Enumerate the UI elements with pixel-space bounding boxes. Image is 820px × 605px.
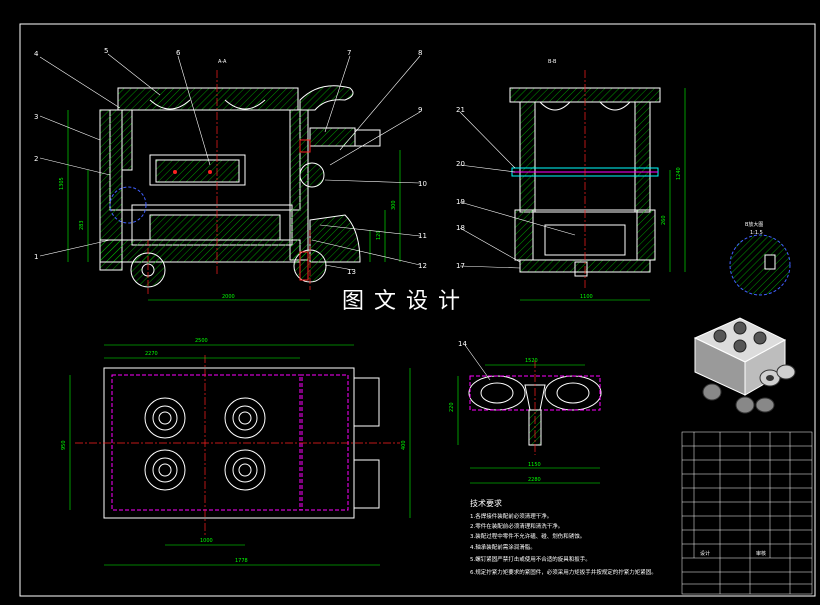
dim-plan-bottom: 1000 — [200, 538, 213, 544]
title-block — [681, 431, 813, 595]
tech-req-item-3: 3.装配过程中零件不允许磕、碰、划伤和锈蚀。 — [470, 532, 585, 540]
plan-view: 2500 2270 1778 1000 950 400 — [61, 338, 411, 566]
dim-side-h2: 260 — [661, 215, 667, 225]
dim-front-h4: 120 — [376, 230, 382, 240]
technical-requirements: 技术要求 1.各焊接件装配前必须清理干净。 2.零件在装配前必须清理和清洗干净。… — [470, 498, 657, 576]
part-number-14: 14 — [458, 340, 467, 348]
sheet-border — [19, 23, 816, 597]
part-number-20: 20 — [456, 160, 465, 168]
watermark-text: 图文设计 — [342, 289, 470, 314]
part-number-13: 13 — [347, 268, 356, 276]
part-number-2: 2 — [34, 155, 38, 163]
part-number-8: 8 — [418, 49, 422, 57]
tech-req-item-4: 4.轴承装配前需涂润滑脂。 — [470, 543, 536, 551]
tech-req-item-6: 6.规定拧紧力矩要求的紧固件，必须采用力矩扳手并按规定的拧紧力矩紧固。 — [470, 568, 657, 576]
part-number-17: 17 — [456, 262, 465, 270]
dim-wheel-h: 220 — [449, 402, 455, 412]
dim-side-w: 1100 — [580, 294, 593, 300]
part-number-19: 19 — [456, 198, 465, 206]
dim-plan-w2: 2270 — [145, 351, 158, 357]
part-number-6: 6 — [176, 49, 181, 57]
dim-front-h2: 283 — [79, 220, 85, 230]
section-label-front: A-A — [218, 59, 227, 65]
detail-label: B放大图 — [745, 221, 763, 228]
part-number-11: 11 — [418, 232, 427, 240]
dim-side-h: 1240 — [676, 167, 682, 180]
part-number-3: 3 — [34, 113, 38, 121]
dim-front-h1: 1305 — [59, 177, 65, 190]
detail-view: B放大图 1:1.5 — [729, 221, 791, 296]
part-number-18: 18 — [456, 224, 465, 232]
dim-wheel-b2: 2280 — [528, 477, 541, 483]
title-designer: 设计 — [700, 550, 710, 557]
wheel-view: 1520 1150 2280 220 14 — [449, 340, 602, 484]
side-section-view: B-B 1100 1240 260 21 20 19 — [456, 59, 686, 301]
part-number-7: 7 — [347, 49, 351, 57]
tech-req-item-5: 5.螺钉紧固严禁打击或使用不合适的旋具和扳手。 — [470, 555, 591, 563]
section-label-side: B-B — [548, 59, 557, 65]
part-number-1: 1 — [34, 253, 38, 261]
dim-plan-w3: 1778 — [235, 558, 248, 564]
dim-front-width: 2000 — [222, 294, 235, 300]
dim-front-h3: 300 — [391, 200, 397, 210]
isometric-render — [693, 317, 796, 414]
dim-wheel-b: 1150 — [528, 462, 541, 468]
part-number-12: 12 — [418, 262, 427, 270]
part-number-5: 5 — [104, 47, 108, 55]
part-number-21: 21 — [456, 106, 465, 114]
dim-wheel-w: 1520 — [525, 358, 538, 364]
dim-plan-w1: 2500 — [195, 338, 208, 344]
dim-plan-h2: 400 — [401, 440, 407, 450]
detail-scale: 1:1.5 — [750, 230, 763, 236]
tech-req-item-1: 1.各焊接件装配前必须清理干净。 — [470, 512, 552, 520]
title-check: 审核 — [756, 550, 766, 557]
part-number-9: 9 — [418, 106, 422, 114]
part-number-4: 4 — [34, 50, 39, 58]
tech-req-title: 技术要求 — [470, 498, 502, 508]
part-number-10: 10 — [418, 180, 427, 188]
tech-req-item-2: 2.零件在装配前必须清理和清洗干净。 — [470, 522, 563, 530]
front-section-view: A-A — [34, 47, 427, 301]
dim-plan-h: 950 — [61, 440, 67, 450]
